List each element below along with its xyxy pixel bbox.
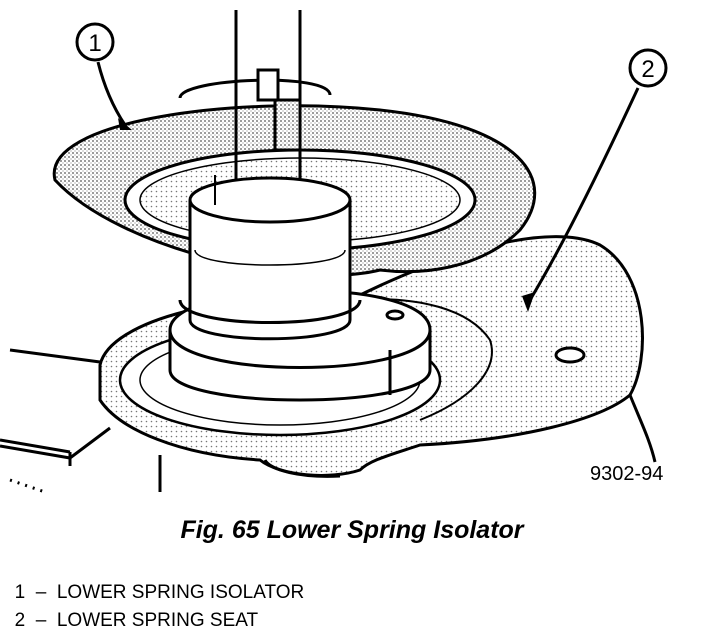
legend-row-2: 2 – LOWER SPRING SEAT [4, 588, 259, 632]
legend-separator: – [35, 582, 47, 603]
callout-1: 1 [75, 22, 132, 130]
strut-tube [178, 175, 362, 341]
legend-label: LOWER SPRING SEAT [56, 610, 259, 631]
legend-number: 1 [14, 582, 26, 603]
legend-row-1: 1 – LOWER SPRING ISOLATOR [4, 560, 305, 604]
legend-label: LOWER SPRING ISOLATOR [56, 582, 305, 603]
legend-separator: – [35, 610, 47, 631]
spring-isolator-diagram: 1 2 9302-94 [0, 10, 668, 494]
figure-id-leader [628, 394, 657, 463]
figure-id: 9302-94 [590, 463, 663, 485]
callout-1-number: 1 [88, 30, 101, 57]
callout-2: 2 [522, 48, 668, 312]
strut-rods [178, 10, 332, 180]
figure-caption: Fig. 65 Lower Spring Isolator [180, 516, 524, 544]
callout-2-number: 2 [641, 56, 654, 83]
legend-number: 2 [14, 610, 26, 631]
mounting-bracket [0, 348, 162, 494]
